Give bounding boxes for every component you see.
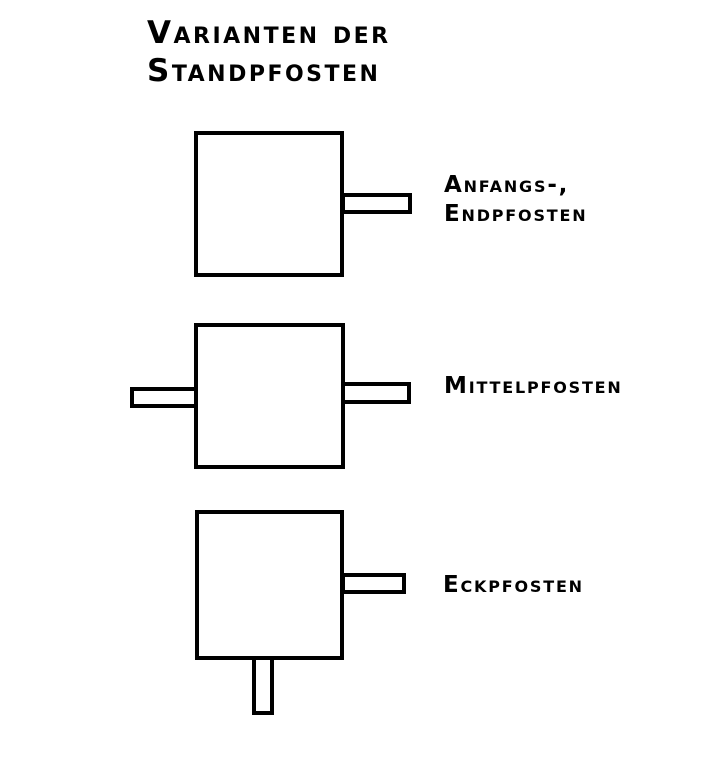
variant-start-end-post [194, 131, 412, 277]
post-square [194, 131, 344, 277]
post-square [195, 510, 344, 660]
variant-middle-post [130, 323, 411, 469]
post-square [194, 323, 345, 469]
rail-left [130, 387, 198, 408]
title-line-2: Standpfosten [147, 53, 381, 89]
label-start-end-post-line-1: Anfangs-, [444, 172, 570, 198]
title-line-1: Varianten der [147, 15, 391, 51]
rail-right [341, 382, 411, 404]
rail-right [341, 193, 412, 214]
label-start-end-post-line-2: Endpfosten [444, 201, 588, 227]
label-middle-post: Mittelpfosten [444, 373, 623, 399]
variant-corner-post [195, 510, 406, 715]
label-corner-post: Eckpfosten [443, 572, 584, 598]
rail-right [341, 573, 406, 594]
rail-bottom [252, 656, 274, 715]
